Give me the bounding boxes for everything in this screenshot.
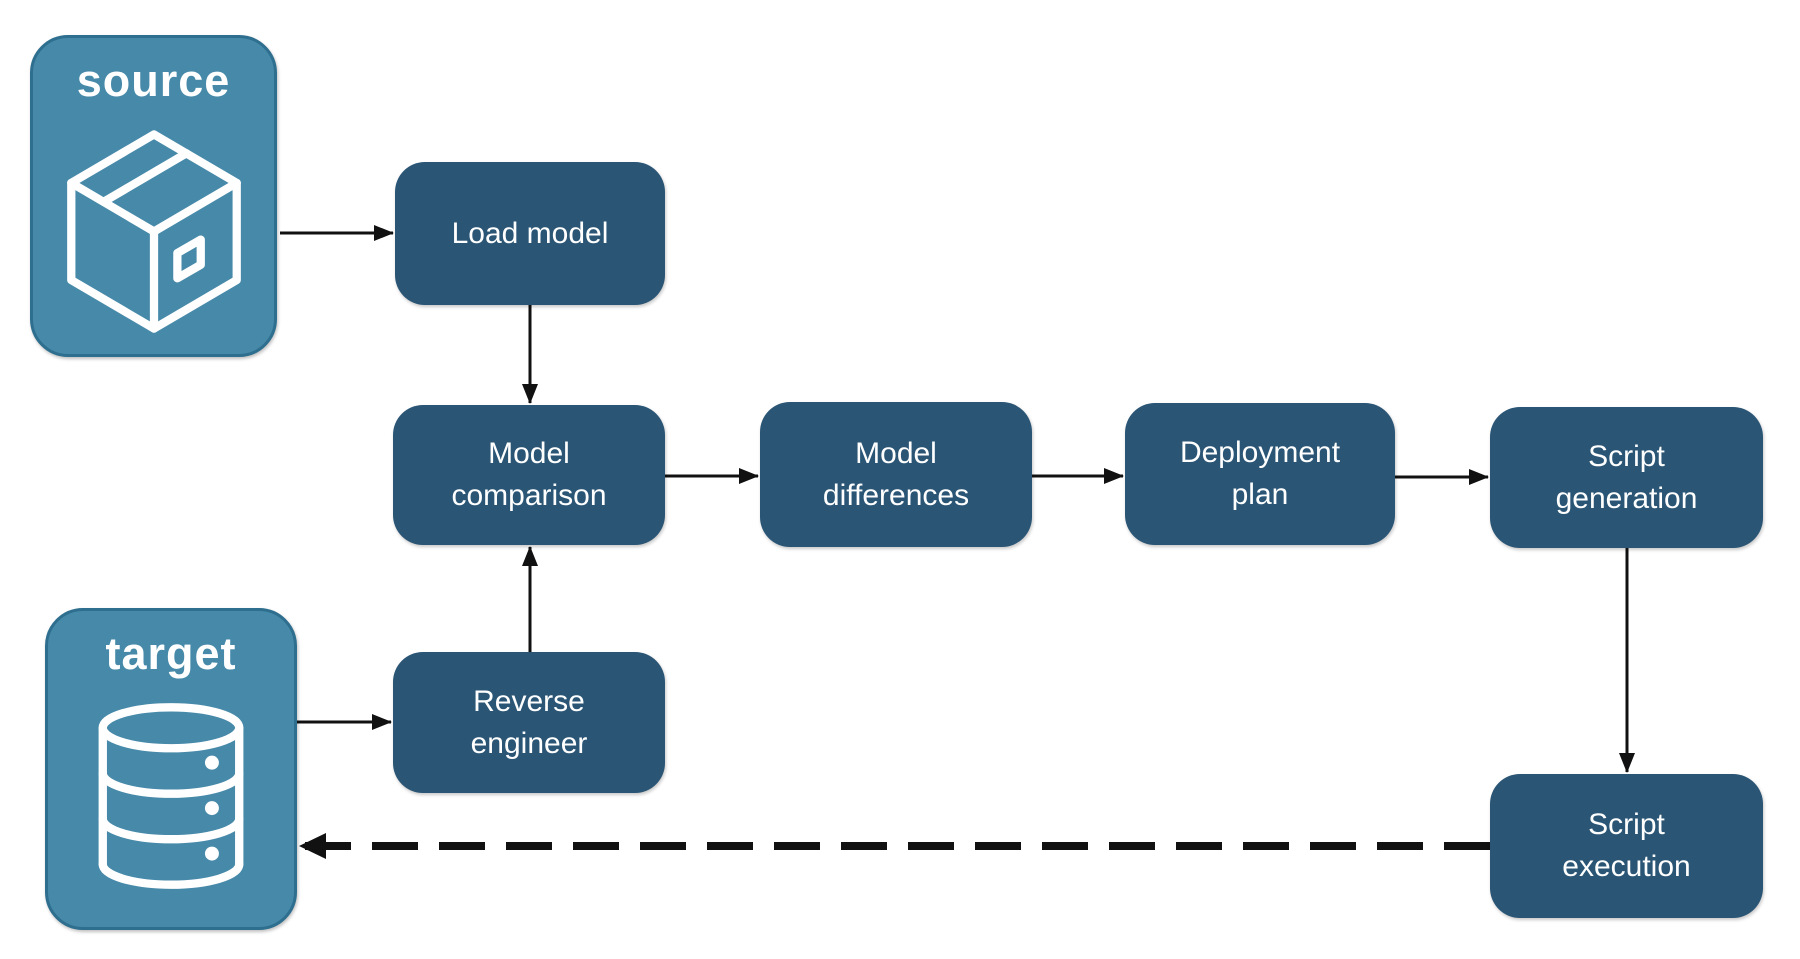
node-label: Model comparison	[451, 437, 607, 512]
node-model-comparison: Model comparison	[393, 405, 665, 545]
node-script-generation: Script generation	[1490, 407, 1763, 548]
node-label: Deployment plan	[1179, 436, 1341, 511]
target-label: target	[105, 628, 237, 679]
package-icon	[66, 130, 241, 333]
endpoint-target: target	[45, 608, 297, 930]
node-load-model: Load model	[395, 162, 665, 305]
node-deployment-plan: Deployment plan	[1125, 403, 1395, 545]
node-label: Load model	[451, 216, 609, 250]
source-label: source	[76, 55, 231, 106]
endpoint-source: source	[30, 35, 277, 357]
database-icon	[98, 703, 244, 889]
node-label: Reverse engineer	[470, 684, 588, 760]
node-model-differences: Model differences	[760, 402, 1032, 547]
node-script-execution: Script execution	[1490, 774, 1763, 918]
node-label: Script generation	[1555, 439, 1698, 515]
node-label: Script execution	[1562, 808, 1691, 883]
node-reverse-engineer: Reverse engineer	[393, 652, 665, 793]
node-label: Model differences	[822, 436, 970, 512]
